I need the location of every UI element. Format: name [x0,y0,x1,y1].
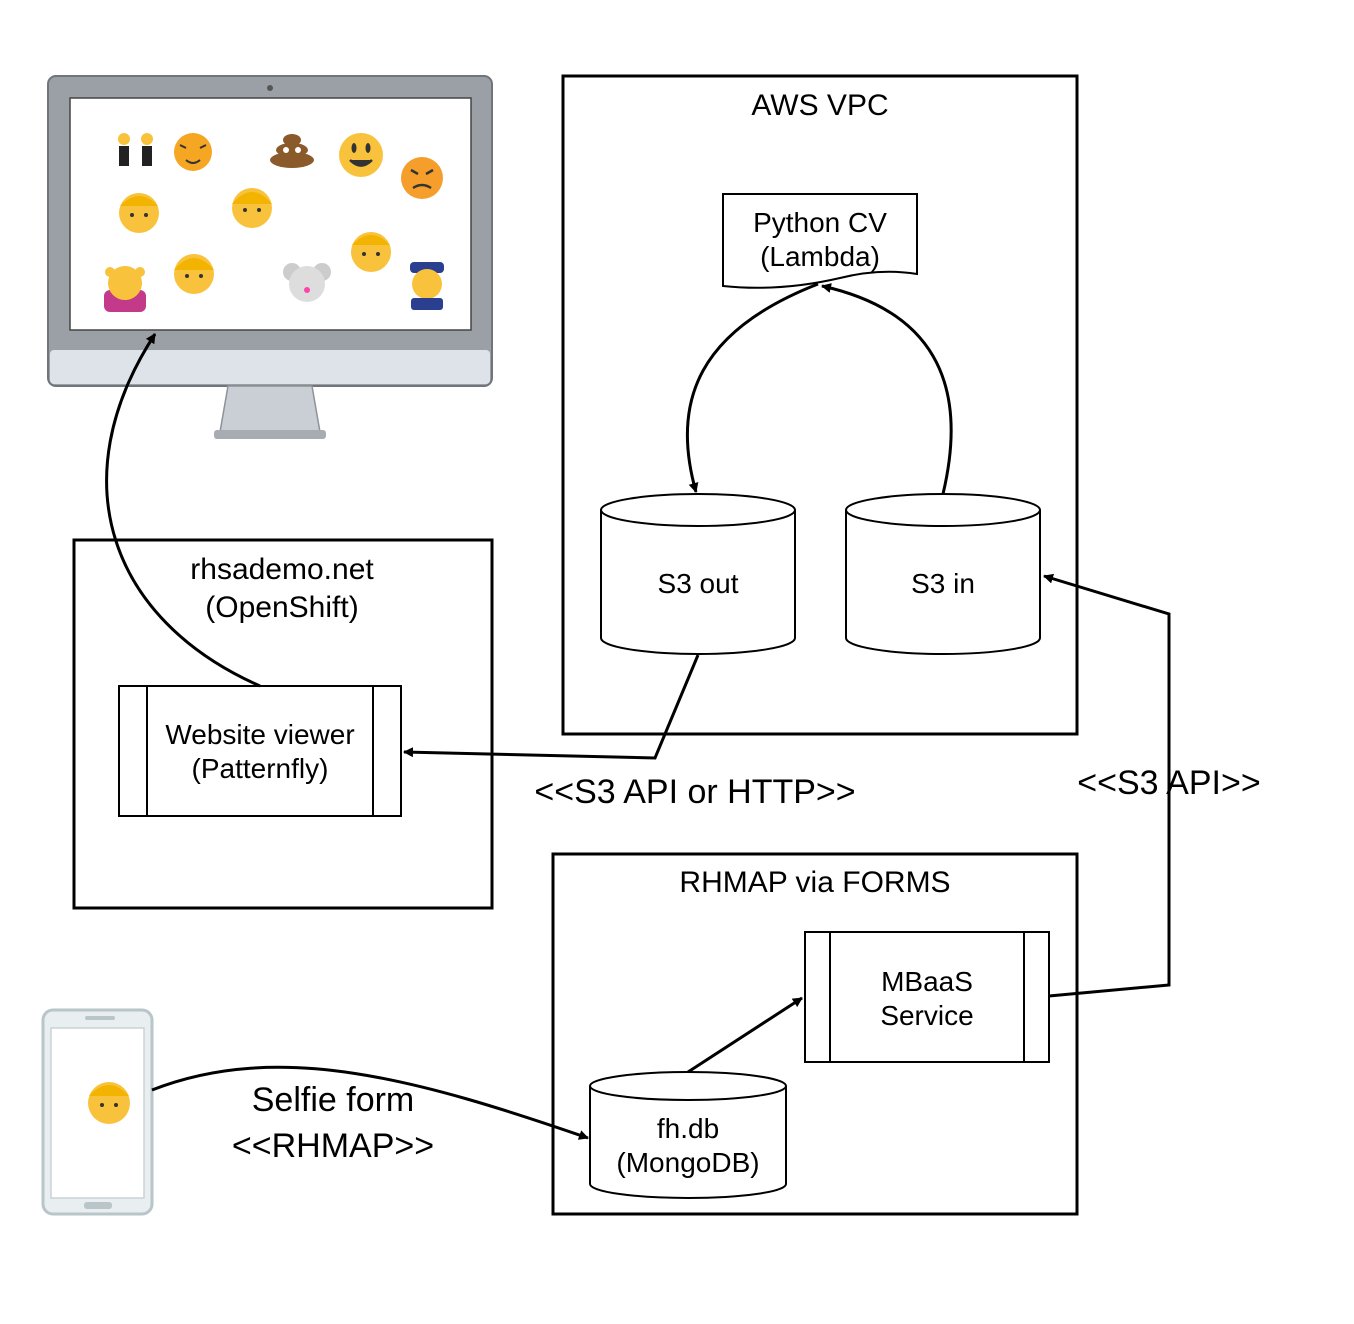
aws-vpc-title: AWS VPC [751,89,888,122]
website-viewer-node: Website viewer (Patternfly) [118,685,402,817]
monitor-emoji-grid [104,133,444,312]
poop-emoji [270,134,314,168]
python-cv-lambda-node: Python CV (Lambda) [722,193,918,289]
police-officer-emoji [410,262,444,310]
website-viewer-line2: (Patternfly) [192,753,329,784]
boy-emoji [88,1082,130,1124]
smiley-emoji [339,133,383,177]
aws-vpc-container [561,74,1079,736]
boy-emoji [119,193,159,233]
tiger-emoji [174,133,212,171]
fhdb-mongodb-node: fh.db (MongoDB) [589,1071,787,1199]
s3-api-label: <<S3 API>> [1077,764,1260,802]
python-cv-line2: (Lambda) [760,241,880,272]
mouse-emoji [283,263,331,302]
bunny-girls-emoji [118,133,153,166]
angry-emoji [401,157,443,199]
boy-emoji [351,232,391,272]
s3in-to-python-arrow [821,283,953,495]
mbaas-service-node: MBaaS Service [804,931,1050,1063]
desktop-monitor-icon [47,75,493,439]
s3-in-label: S3 in [911,568,975,599]
phone-to-fhdb-arrow [151,1065,589,1140]
fhdb-line1: fh.db [657,1113,719,1144]
mbaas-to-s3in-arrow [1043,573,1171,998]
selfie-form-label: Selfie form [252,1081,415,1119]
s3-api-or-http-label: <<S3 API or HTTP>> [534,773,855,811]
rhmap-title: RHMAP via FORMS [679,866,950,899]
girl-emoji [174,254,214,294]
openshift-title-line2: (OpenShift) [205,591,358,624]
s3-out-label: S3 out [658,568,739,599]
fhdb-line2: (MongoDB) [616,1147,759,1178]
python-cv-line1: Python CV [753,207,887,238]
rhmap-protocol-label: <<RHMAP>> [232,1127,434,1165]
rhmap-container [551,852,1079,1216]
girl-emoji [232,188,272,228]
mbaas-line1: MBaaS [881,966,973,997]
website-viewer-line1: Website viewer [165,719,354,750]
s3-out-bucket: S3 out [600,493,796,655]
fhdb-to-mbaas-arrow [687,996,803,1074]
website-to-monitor-arrow [105,333,261,688]
openshift-container [72,538,494,910]
s3-in-bucket: S3 in [845,493,1041,655]
mobile-phone-icon [41,1008,154,1216]
python-to-s3out-arrow [685,282,819,493]
s3out-to-website-arrow [403,654,700,760]
massage-woman-emoji [104,266,146,312]
openshift-title-line1: rhsademo.net [190,553,374,586]
mbaas-line2: Service [880,1000,973,1031]
